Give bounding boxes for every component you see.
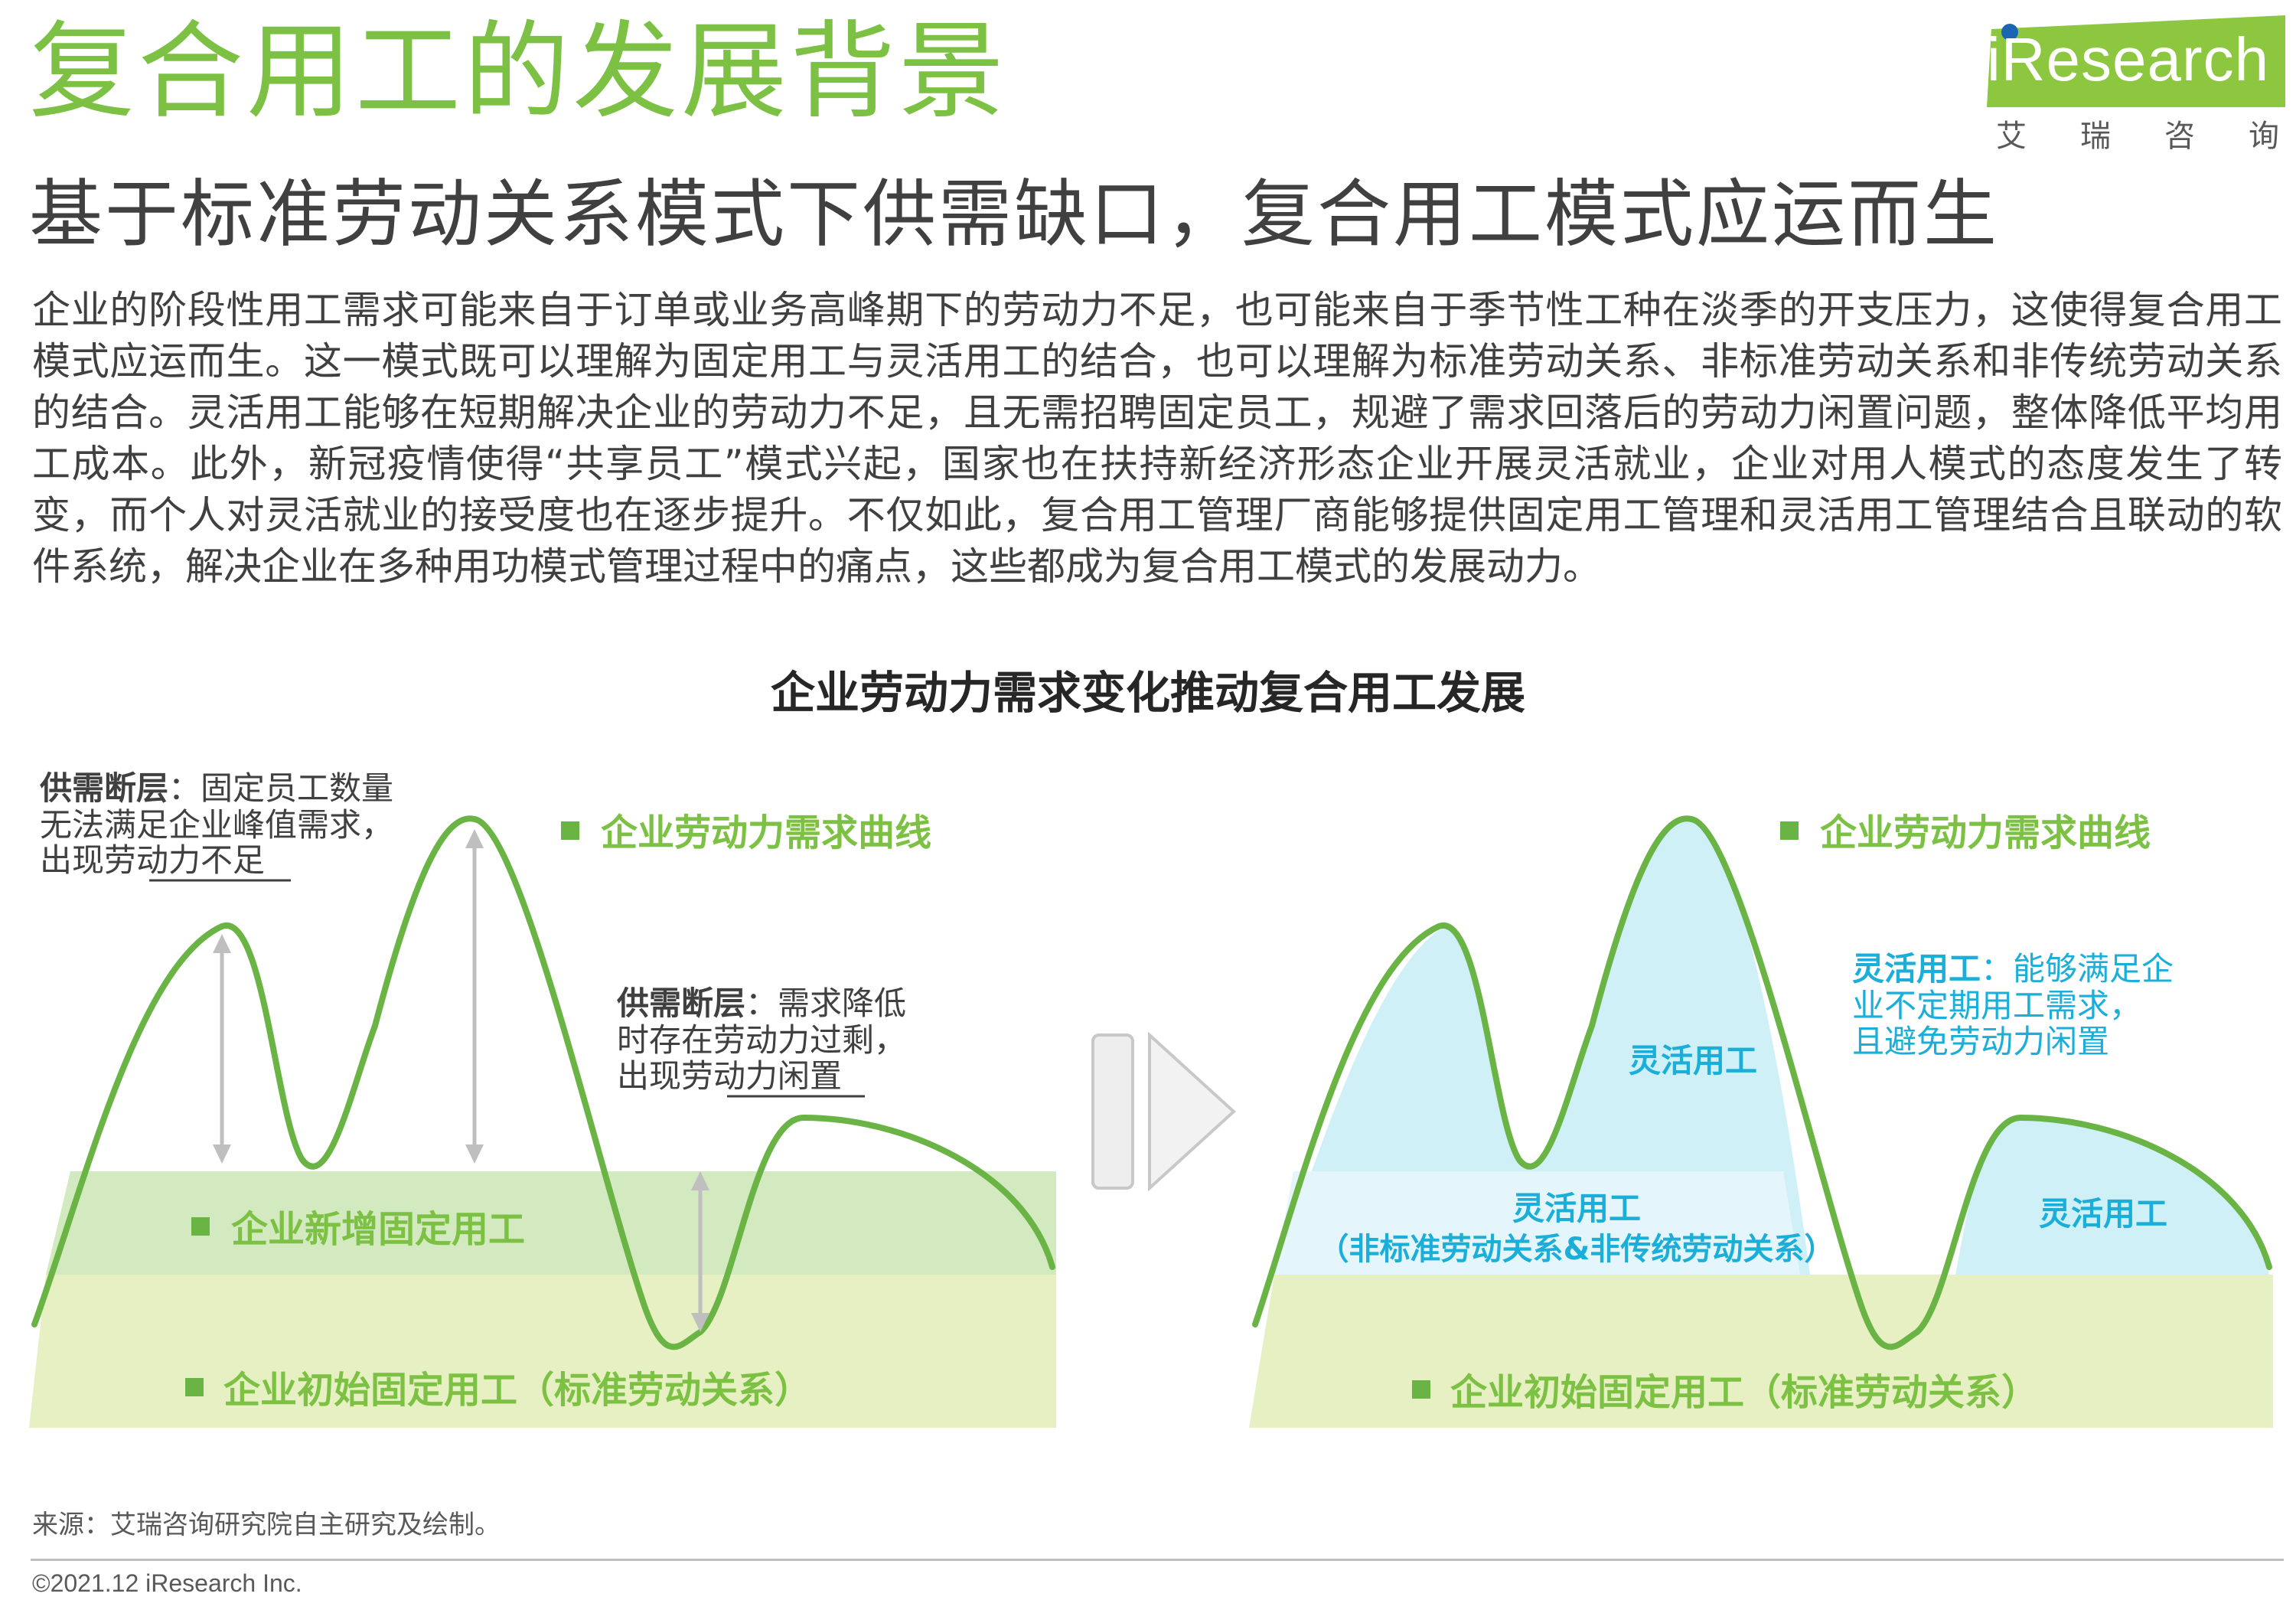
logo-banner-shape xyxy=(1987,15,2285,107)
note2-line2: 时存在劳动力过剩， xyxy=(617,1021,906,1059)
page-subtitle: 基于标准劳动关系模式下供需缺口，复合用工模式应运而生 xyxy=(29,171,1999,257)
demand-legend-marker xyxy=(561,821,579,840)
body-paragraph: 企业的阶段性用工需求可能来自于订单或业务高峰期下的劳动力不足，也可能来自于季节性… xyxy=(32,288,2282,589)
iresearch-logo: iResearch 艾瑞咨询 xyxy=(1987,15,2285,154)
flex-area-left xyxy=(1274,818,1810,1275)
initial-fixed-legend-marker xyxy=(185,1378,204,1396)
footer-divider xyxy=(31,1559,2284,1561)
page-title: 复合用工的发展背景 xyxy=(29,10,1008,133)
flex-label-right: 灵活用工 xyxy=(2039,1195,2167,1233)
right-demand-curve xyxy=(1252,815,2272,1350)
flex-label-band: 灵活用工 xyxy=(1512,1190,1641,1227)
gap-arrow-2 xyxy=(465,829,484,1164)
left-demand-curve xyxy=(31,815,1055,1350)
figure-title: 企业劳动力需求变化推动复合用工发展 xyxy=(770,667,1525,719)
note2-line1: 供需断层：需求降低 xyxy=(617,984,906,1022)
new-fixed-legend-marker xyxy=(191,1217,210,1236)
copyright: ©2021.12 iResearch Inc. xyxy=(32,1569,302,1597)
initial-fixed-band xyxy=(29,1275,1056,1428)
note1-line1: 供需断层：固定员工数量 xyxy=(40,769,393,807)
flex-area-right xyxy=(1955,1118,2269,1275)
flex-label-peak: 灵活用工 xyxy=(1629,1042,1757,1079)
gap-arrow-3 xyxy=(691,1171,709,1332)
gap-arrow-1 xyxy=(213,934,231,1164)
right-demand-legend-marker xyxy=(1780,821,1799,840)
note1-line2: 无法满足企业峰值需求， xyxy=(40,806,393,844)
flex-label-band-sub: （非标准劳动关系&非传统劳动关系） xyxy=(1319,1232,1835,1267)
logo-chinese-name: 艾瑞咨询 xyxy=(1996,119,2279,154)
right-panel: 企业劳动力需求曲线 企业初始固定用工（标准劳动关系） 灵活用工 灵活用工 （非标… xyxy=(1249,811,2273,1428)
source-note: 来源：艾瑞咨询研究院自主研究及绘制。 xyxy=(32,1510,501,1540)
flex-note-line2: 业不定期用工需求， xyxy=(1852,987,2141,1024)
flex-band-strip xyxy=(1274,1171,1800,1275)
note2-line3: 出现劳动力闲置 xyxy=(617,1057,842,1095)
left-demand-legend: 企业劳动力需求曲线 xyxy=(601,811,931,854)
transition-arrow-icon xyxy=(1091,1031,1236,1192)
left-initial-fixed-legend: 企业初始固定用工（标准劳动关系） xyxy=(223,1369,811,1412)
right-initial-fixed-band xyxy=(1249,1275,2273,1428)
right-demand-legend: 企业劳动力需求曲线 xyxy=(1820,811,2151,854)
new-fixed-band xyxy=(46,1171,1056,1275)
flex-note-line1: 灵活用工：能够满足企 xyxy=(1852,950,2174,988)
logo-wordmark: iResearch xyxy=(1987,25,2270,93)
note1-line3: 出现劳动力不足 xyxy=(40,841,265,879)
left-panel: 企业劳动力需求曲线 企业新增固定用工 企业初始固定用工（标准劳动关系） 供需断层… xyxy=(29,769,1056,1428)
right-initial-fixed-legend: 企业初始固定用工（标准劳动关系） xyxy=(1450,1371,2038,1414)
new-fixed-legend: 企业新增固定用工 xyxy=(231,1208,525,1251)
flex-note-line3: 且避免劳动力闲置 xyxy=(1852,1023,2109,1060)
right-initial-fixed-legend-marker xyxy=(1412,1380,1430,1399)
